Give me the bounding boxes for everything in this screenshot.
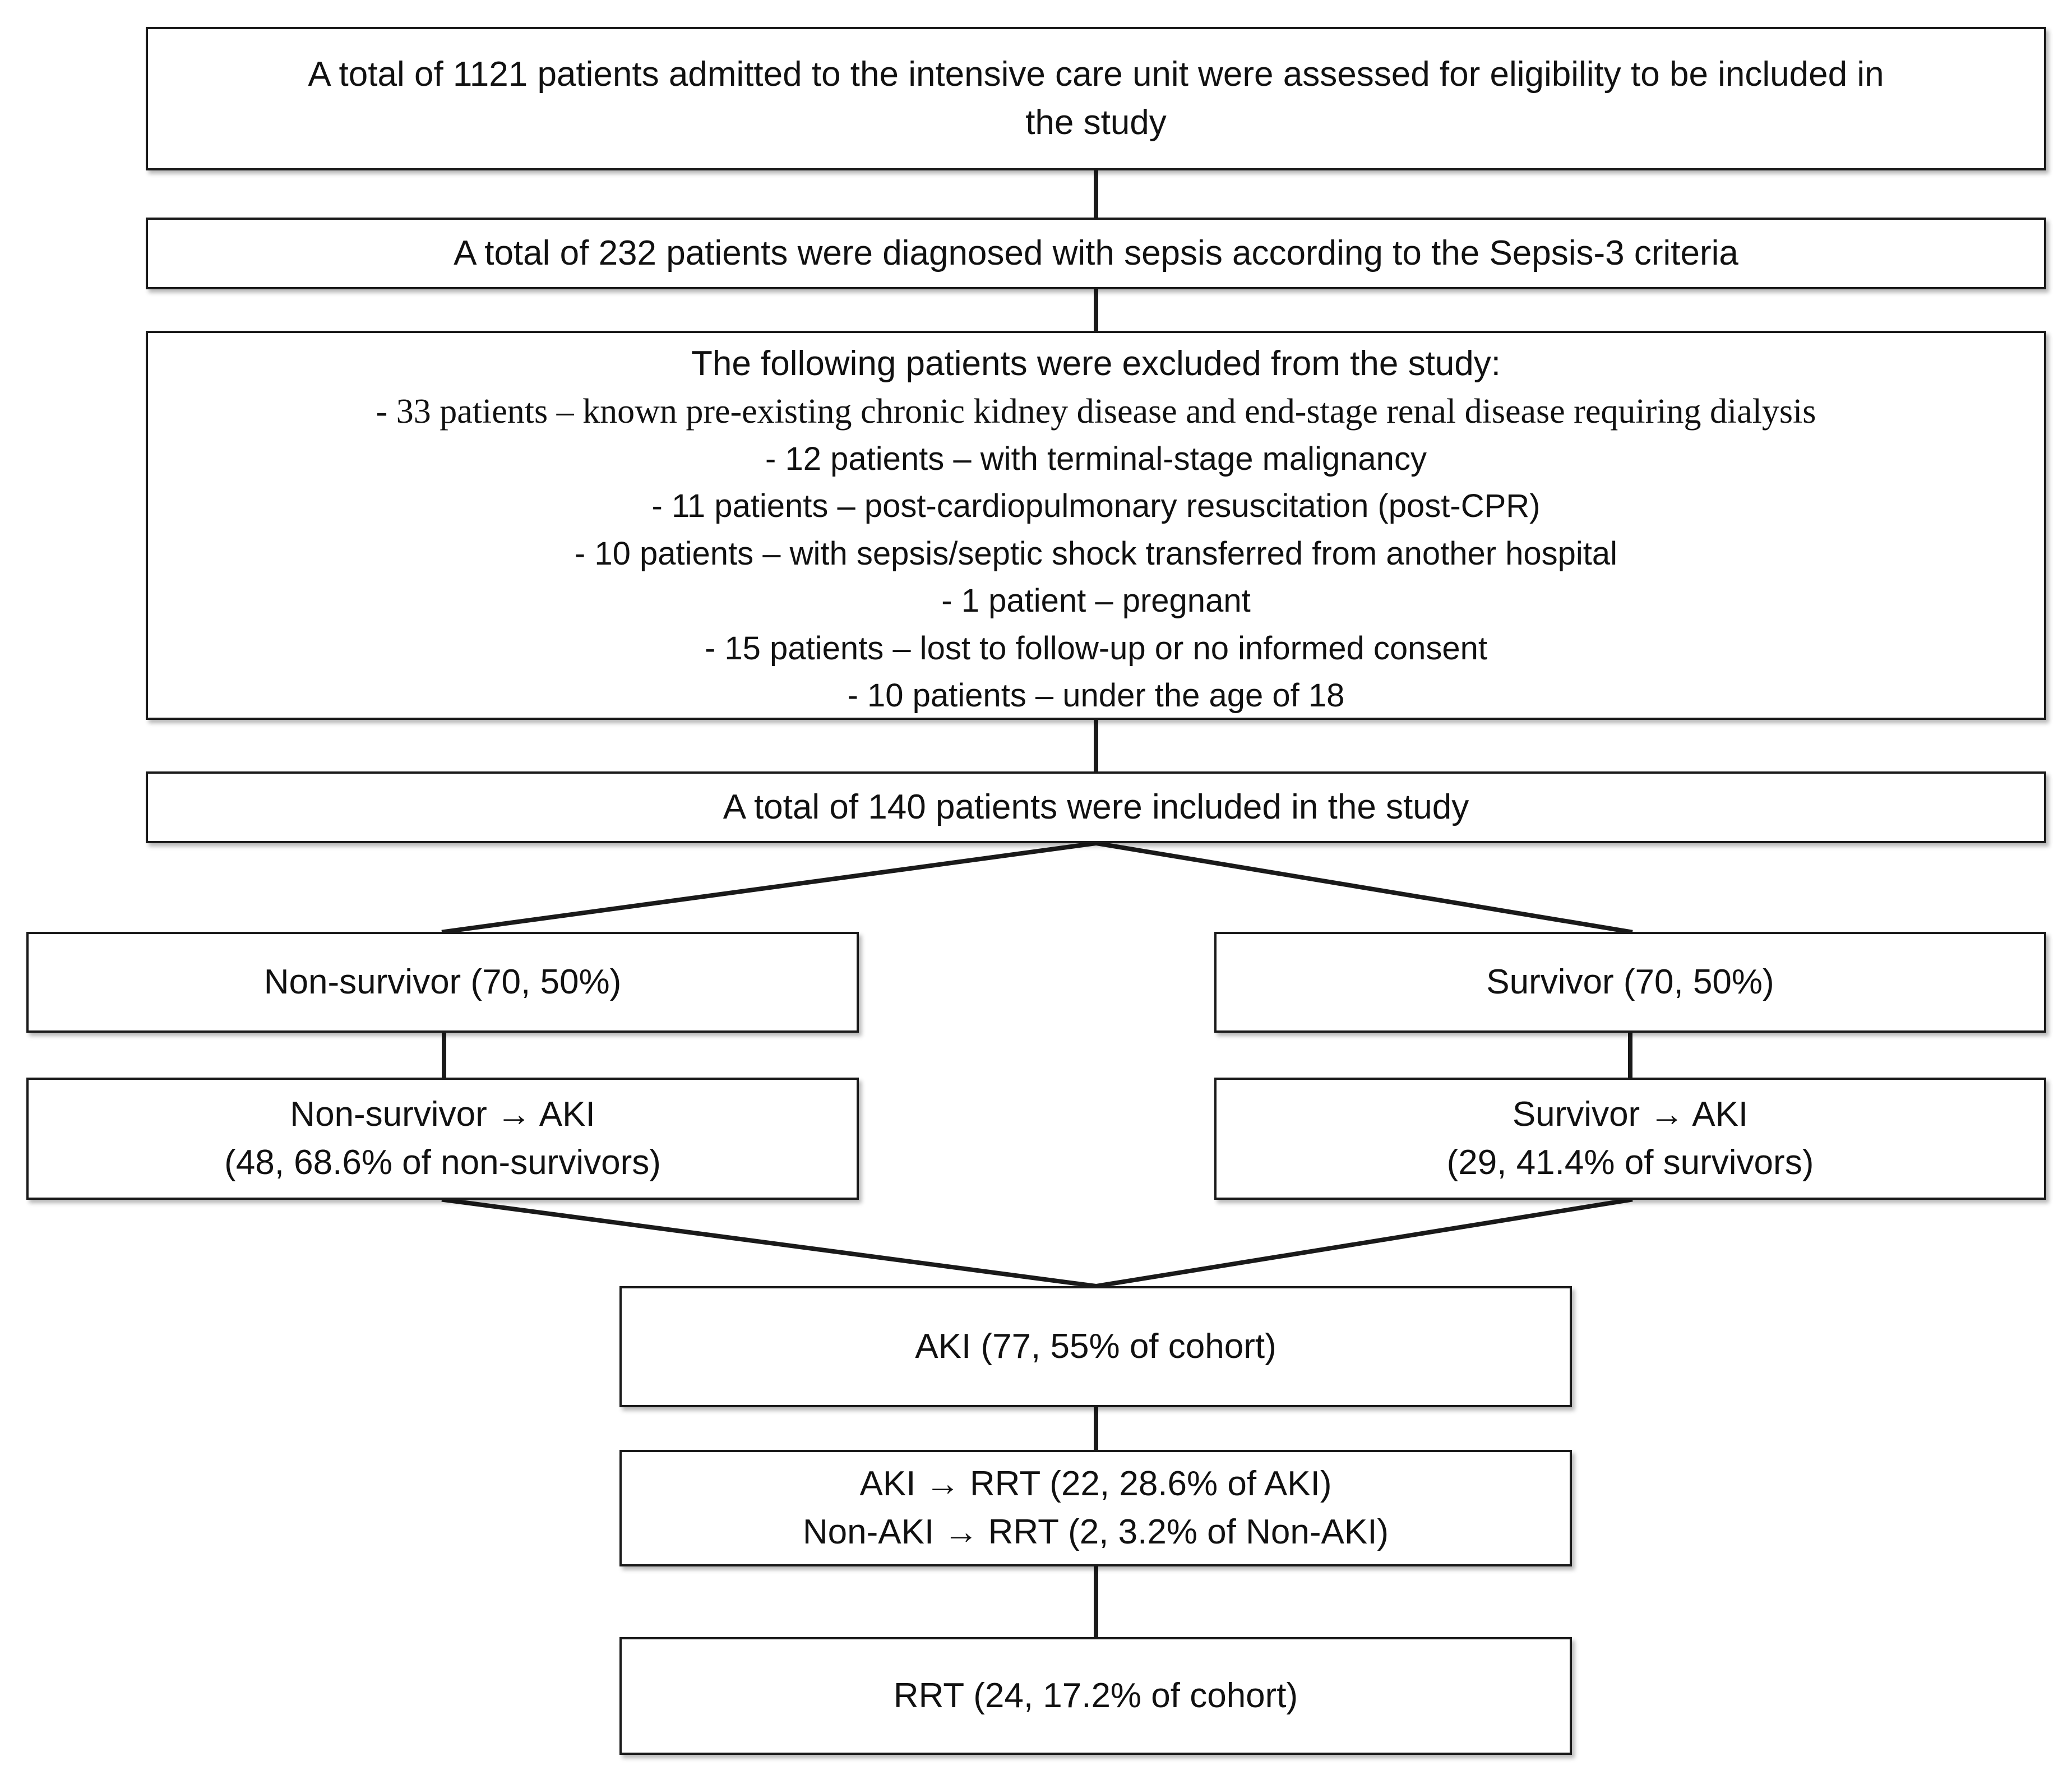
sepsis-text: A total of 232 patients were diagnosed w… bbox=[454, 234, 1738, 272]
connector-survivor-aki-to-aki bbox=[1093, 1197, 1633, 1289]
non-survivor-aki-line-1: Non-survivor → AKI bbox=[290, 1095, 595, 1134]
non-survivor-aki-box: Non-survivor → AKI (48, 68.6% of non-sur… bbox=[26, 1078, 859, 1200]
connector-included-to-survivor bbox=[1093, 840, 1633, 935]
assessed-line-1: A total of 1121 patients admitted to the… bbox=[308, 55, 1884, 94]
assessed-box: A total of 1121 patients admitted to the… bbox=[146, 27, 2046, 170]
excluded-item: - 1 patient – pregnant bbox=[941, 583, 1251, 619]
sepsis-box: A total of 232 patients were diagnosed w… bbox=[146, 218, 2046, 289]
survivor-text: Survivor (70, 50%) bbox=[1486, 963, 1774, 1001]
connector-included-to-non-survivor bbox=[441, 840, 1099, 935]
rrt-box: RRT (24, 17.2% of cohort) bbox=[619, 1637, 1572, 1755]
aki-text: AKI (77, 55% of cohort) bbox=[915, 1327, 1276, 1366]
excluded-item: - 12 patients – with terminal-stage mali… bbox=[765, 440, 1427, 477]
excluded-item: - 11 patients – post-cardiopulmonary res… bbox=[651, 488, 1541, 524]
excluded-item: - 10 patients – under the age of 18 bbox=[847, 677, 1345, 714]
survivor-box: Survivor (70, 50%) bbox=[1214, 932, 2046, 1033]
assessed-line-2: the study bbox=[1025, 103, 1167, 142]
survivor-aki-line-1: Survivor → AKI bbox=[1512, 1095, 1749, 1134]
non-survivor-text: Non-survivor (70, 50%) bbox=[263, 963, 622, 1001]
excluded-item: - 10 patients – with sepsis/septic shock… bbox=[574, 535, 1618, 572]
excluded-item: - 33 patients – known pre-existing chron… bbox=[376, 392, 1816, 431]
connector-non-survivor-aki-to-aki bbox=[441, 1197, 1099, 1289]
non-survivor-aki-line-2: (48, 68.6% of non-survivors) bbox=[224, 1143, 661, 1182]
non-survivor-box: Non-survivor (70, 50%) bbox=[26, 932, 859, 1033]
excluded-title: The following patients were excluded fro… bbox=[691, 344, 1501, 383]
survivor-aki-line-2: (29, 41.4% of survivors) bbox=[1446, 1143, 1814, 1182]
excluded-box: The following patients were excluded fro… bbox=[146, 331, 2046, 720]
included-box: A total of 140 patients were included in… bbox=[146, 771, 2046, 843]
excluded-item: - 15 patients – lost to follow-up or no … bbox=[705, 630, 1487, 667]
rrt-split-line-2: Non-AKI → RRT (2, 3.2% of Non-AKI) bbox=[802, 1513, 1389, 1551]
rrt-split-box: AKI → RRT (22, 28.6% of AKI) Non-AKI → R… bbox=[619, 1450, 1572, 1566]
rrt-text: RRT (24, 17.2% of cohort) bbox=[893, 1676, 1298, 1715]
included-text: A total of 140 patients were included in… bbox=[723, 788, 1469, 826]
rrt-split-line-1: AKI → RRT (22, 28.6% of AKI) bbox=[859, 1464, 1332, 1503]
aki-box: AKI (77, 55% of cohort) bbox=[619, 1286, 1572, 1407]
survivor-aki-box: Survivor → AKI (29, 41.4% of survivors) bbox=[1214, 1078, 2046, 1200]
